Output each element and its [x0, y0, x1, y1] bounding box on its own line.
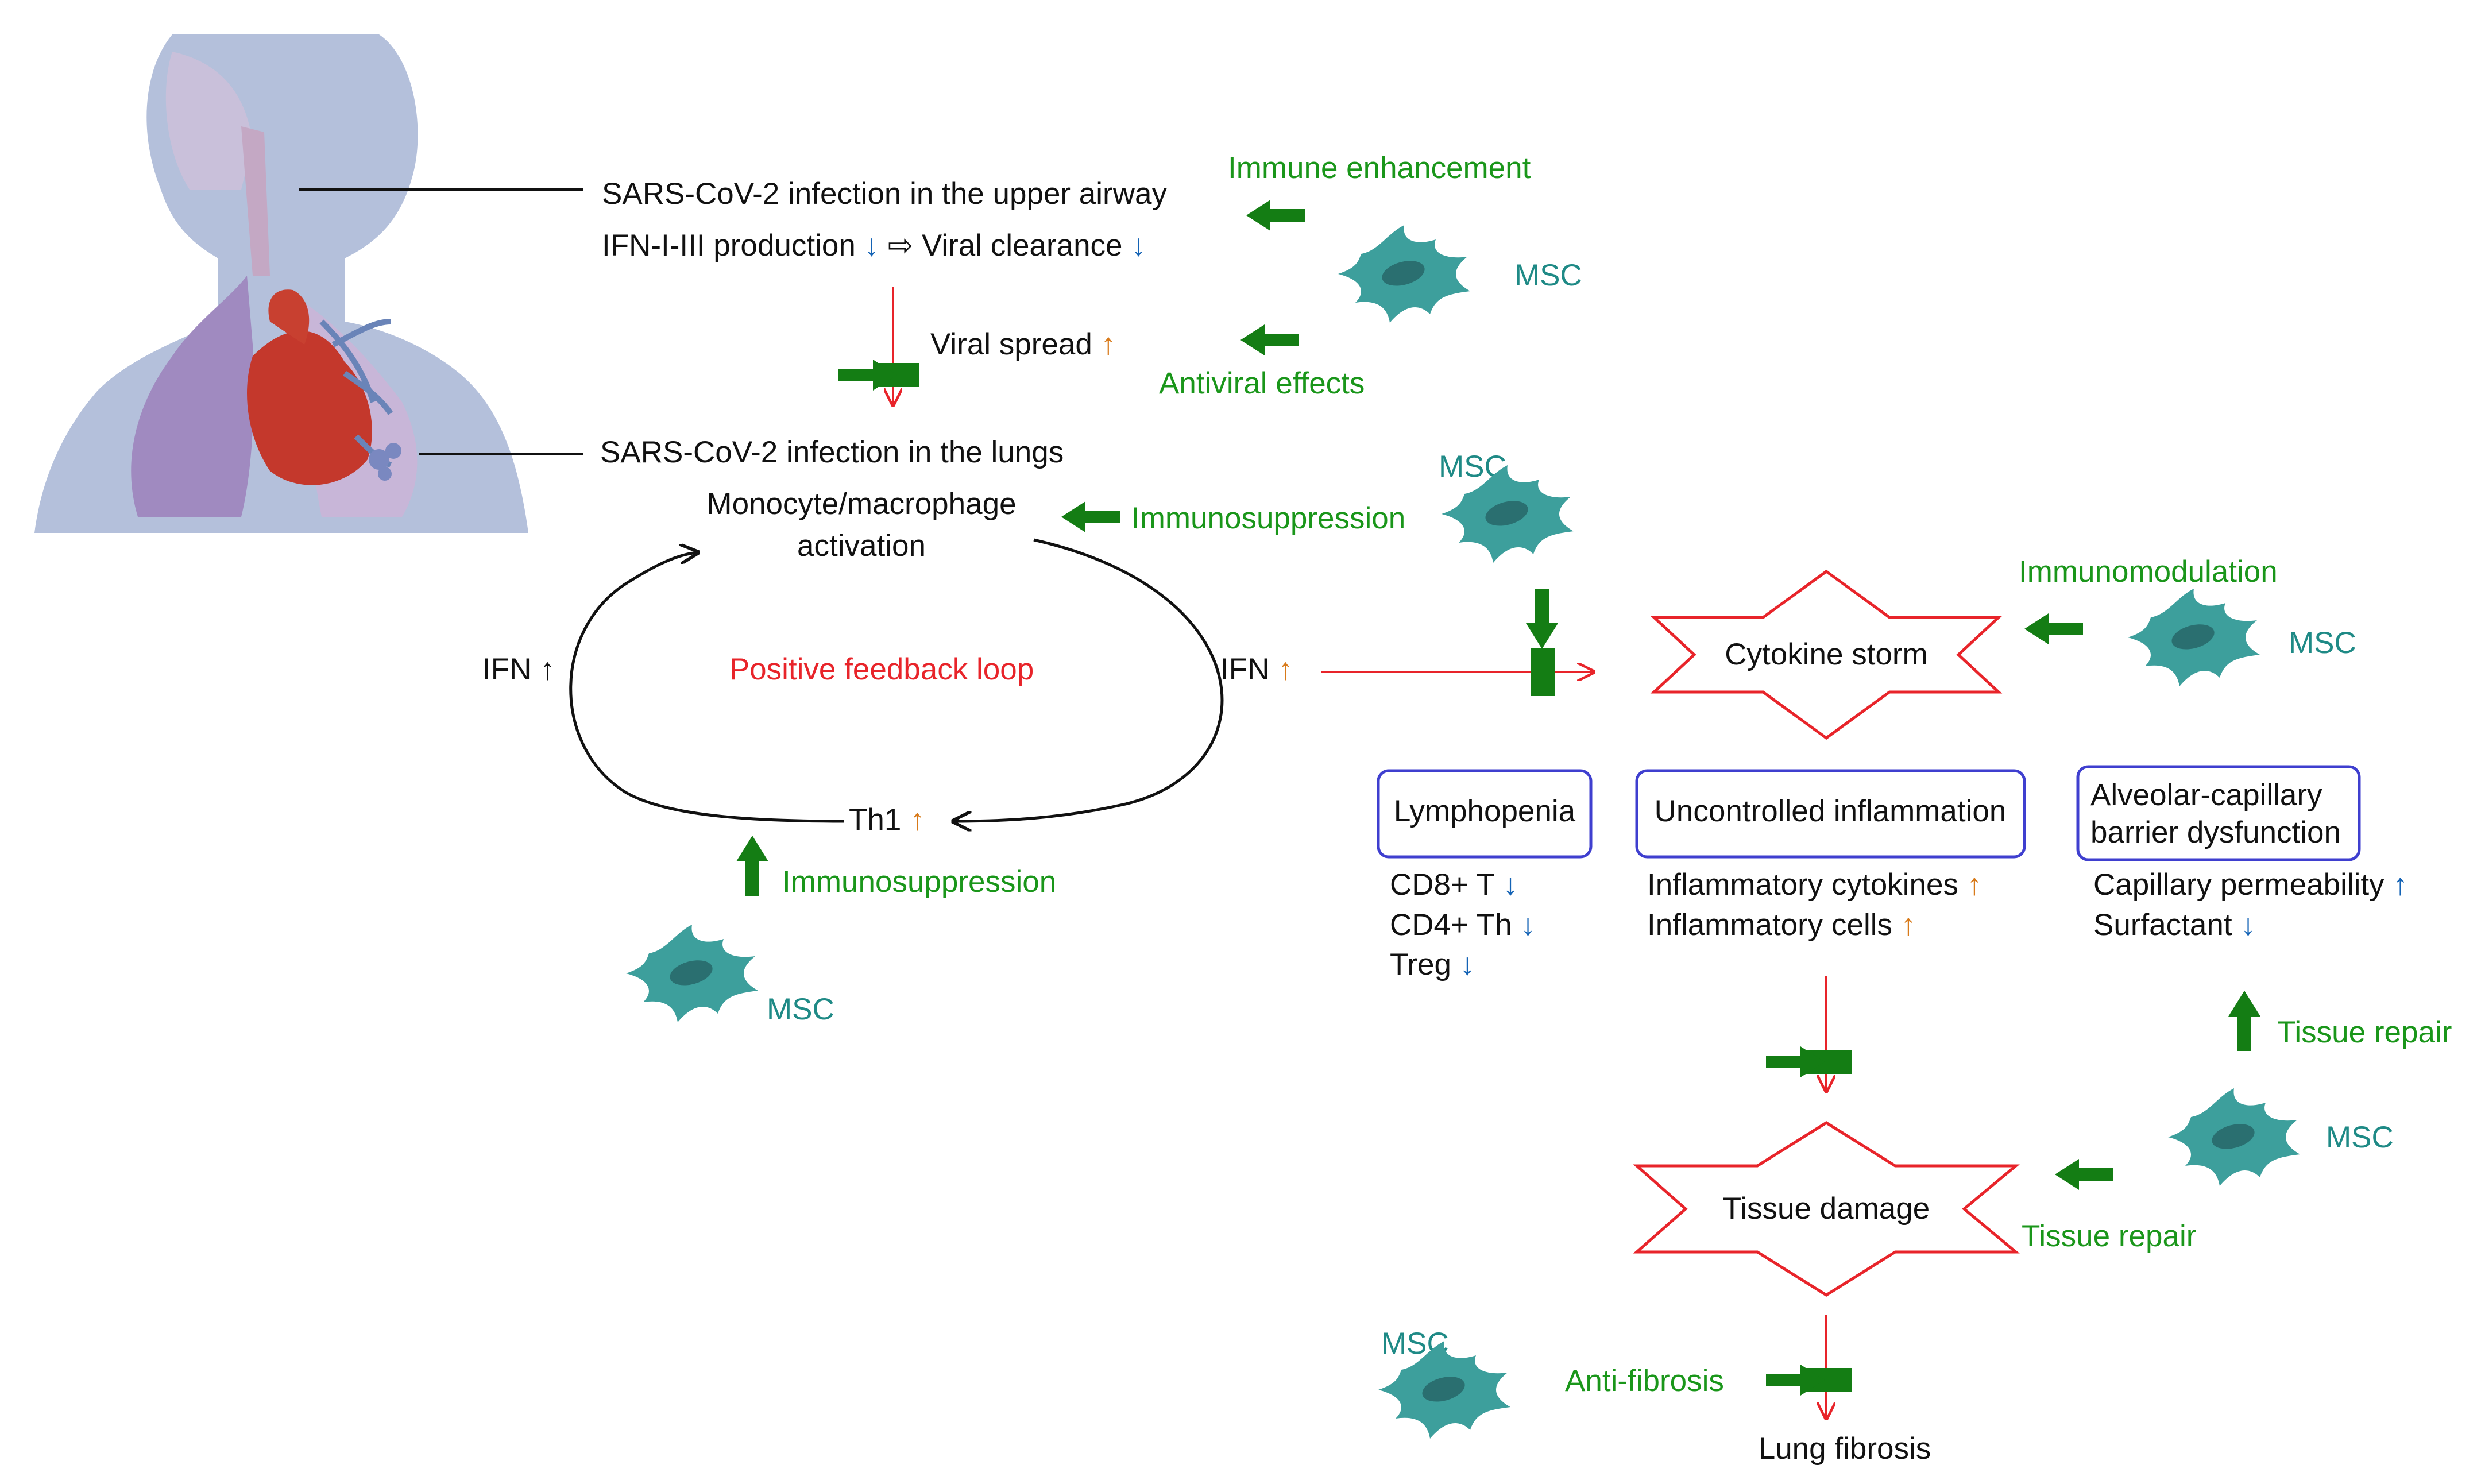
cd4-text: CD4+ Th: [1390, 908, 1512, 942]
up-arrow: ↑: [1278, 652, 1293, 686]
msc-cell-icon: [626, 925, 758, 1022]
inflammatory-cytokines-text: Inflammatory cytokines: [1647, 868, 1958, 902]
tissue-damage-label: Tissue damage: [1723, 1192, 1930, 1226]
msc-cell-icon: [2168, 1088, 2300, 1186]
lymphopenia-title: Lymphopenia: [1394, 794, 1576, 828]
list-item: Treg ↓: [1390, 948, 1475, 981]
down-arrow: ↓: [1503, 868, 1518, 902]
up-arrow: ↑: [1101, 327, 1116, 361]
list-item: Inflammatory cytokines ↑: [1647, 868, 1982, 902]
down-arrow: ↓: [1460, 948, 1475, 981]
msc-label: MSC: [2289, 626, 2356, 660]
tissue-damage-star: [1633, 1121, 2020, 1297]
ifn-right-text: IFN: [1220, 652, 1269, 686]
cytokine-storm-star: [1650, 569, 2003, 740]
surfactant-text: Surfactant: [2093, 908, 2232, 942]
immunosuppression-bottom-label: Immunosuppression: [782, 865, 1056, 899]
barrier-title-line2: barrier dysfunction: [2090, 816, 2341, 849]
monocyte-activation-line2: activation: [797, 529, 926, 563]
up-arrow: ↑: [540, 652, 555, 686]
green-arrow-left: [1240, 324, 1299, 355]
immune-enhancement-label: Immune enhancement: [1228, 151, 1531, 185]
up-arrow: ↑: [1901, 908, 1916, 942]
msc-cell-icon: [2128, 589, 2260, 686]
msc-label: MSC: [1514, 258, 1582, 292]
msc-label: MSC: [767, 992, 834, 1026]
list-item: CD4+ Th ↓: [1390, 908, 1536, 942]
msc-cell-icon: [1338, 225, 1470, 323]
barrier-dysfunction-box: [2076, 765, 2361, 861]
antiviral-effects-label: Antiviral effects: [1159, 366, 1365, 400]
upper-airway-infection-label: SARS-CoV-2 infection in the upper airway: [602, 177, 1167, 211]
lung-fibrosis-label: Lung fibrosis: [1759, 1432, 1931, 1466]
list-item: Capillary permeability ↑: [2093, 868, 2408, 902]
uncontrolled-inflammation-title: Uncontrolled inflammation: [1655, 794, 2007, 828]
green-arrow-up: [2228, 991, 2260, 1051]
green-arrow-left: [1061, 501, 1120, 532]
msc-label: MSC: [2326, 1120, 2394, 1154]
ifn-left-line: IFN ↑: [482, 652, 555, 686]
green-arrow-left: [2024, 613, 2083, 644]
list-item: Surfactant ↓: [2093, 908, 2256, 942]
down-arrow: ↓: [1131, 229, 1146, 262]
th1-text: Th1: [849, 803, 901, 837]
respiratory-anatomy-illustration: [32, 33, 528, 533]
green-arrow-down: [1526, 589, 1558, 649]
ifn-production-text: IFN-I-III production: [602, 229, 856, 262]
monocyte-activation-line1: Monocyte/macrophage: [706, 487, 1016, 521]
immunosuppression-top-label: Immunosuppression: [1131, 501, 1405, 535]
up-arrow: ↑: [2393, 868, 2408, 902]
up-arrow: ↑: [1967, 868, 1983, 902]
green-arrow-left: [2055, 1159, 2113, 1190]
viral-spread-text: Viral spread: [930, 327, 1092, 361]
tissue-repair-right-label: Tissue repair: [2277, 1015, 2452, 1049]
anti-fibrosis-label: Anti-fibrosis: [1565, 1364, 1724, 1398]
down-arrow: ↓: [864, 229, 880, 262]
viral-spread-line: Viral spread ↑: [930, 327, 1116, 361]
ifn-right-line: IFN ↑: [1220, 652, 1293, 686]
immunomodulation-label: Immunomodulation: [2019, 555, 2278, 589]
cytokine-storm-label: Cytokine storm: [1725, 637, 1927, 671]
inhibition-bar-icon: [1531, 648, 1555, 696]
barrier-title-line1: Alveolar-capillary: [2090, 778, 2322, 812]
green-arrow-left: [1246, 200, 1305, 231]
viral-clearance-text: Viral clearance: [922, 229, 1123, 262]
lymphopenia-box: [1377, 769, 1593, 859]
th1-line: Th1 ↑: [849, 803, 925, 837]
ifn-left-text: IFN: [482, 652, 531, 686]
lung-infection-label: SARS-CoV-2 infection in the lungs: [600, 435, 1064, 469]
down-arrow: ↓: [2240, 908, 2256, 942]
green-arrow-up: [736, 836, 768, 896]
capillary-permeability-text: Capillary permeability: [2093, 868, 2385, 902]
implies-arrow: ⇨: [888, 229, 913, 262]
list-item: Inflammatory cells ↑: [1647, 908, 1916, 942]
up-arrow: ↑: [910, 803, 925, 837]
positive-feedback-loop-label: Positive feedback loop: [729, 652, 1034, 686]
inflammation-box: [1635, 769, 2026, 859]
ifn-production-line: IFN-I-III production ↓ ⇨ Viral clearance…: [602, 229, 1146, 262]
treg-text: Treg: [1390, 948, 1451, 981]
list-item: CD8+ T ↓: [1390, 868, 1518, 902]
tissue-repair-lower-label: Tissue repair: [2022, 1219, 2196, 1253]
down-arrow: ↓: [1520, 908, 1536, 942]
inflammatory-cells-text: Inflammatory cells: [1647, 908, 1892, 942]
cd8-text: CD8+ T: [1390, 868, 1495, 902]
